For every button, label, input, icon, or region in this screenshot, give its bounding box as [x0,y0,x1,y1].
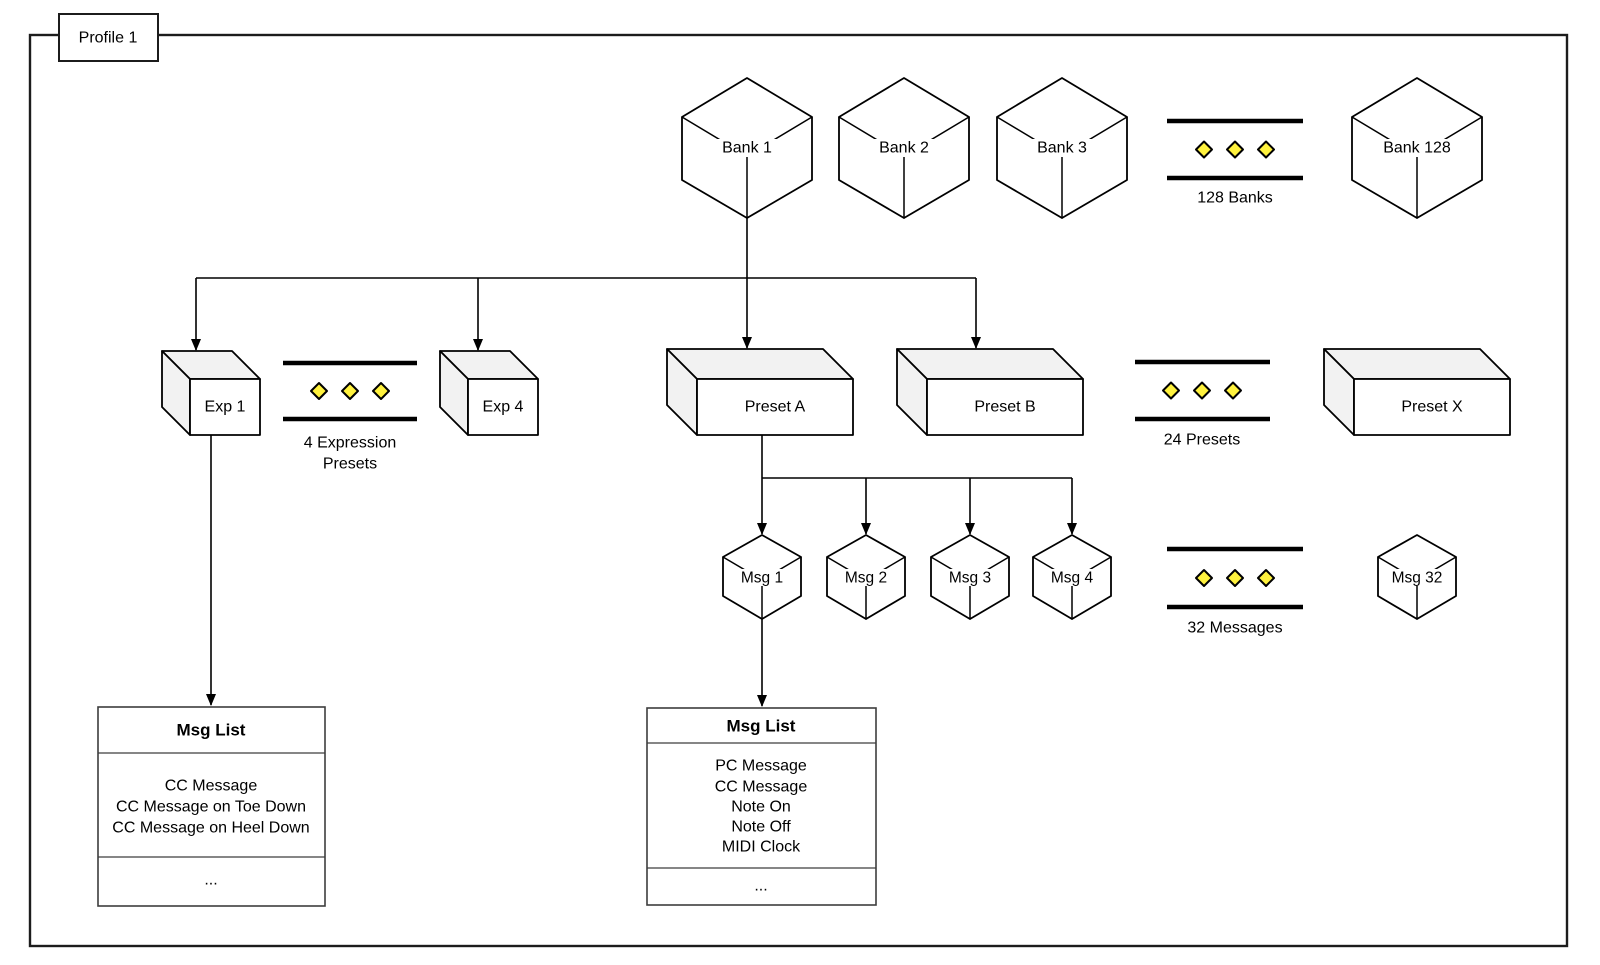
exp-1-node: Exp 1 [161,350,261,436]
msg-3-label: Msg 3 [949,570,991,587]
preset-msg-list-row: MIDI Clock [722,839,801,856]
diamond-icon [1257,140,1275,159]
presets-ellipsis-label: 24 Presets [1164,432,1240,449]
bank-1-label: Bank 1 [722,140,772,157]
banks-ellipsis-label: 128 Banks [1197,190,1273,207]
expression-ellipsis: 4 Expression Presets [283,360,417,473]
msg-32-node: Msg 32 [1377,534,1457,620]
msg-1-node: Msg 1 [722,534,802,620]
exp-msg-list-table: Msg List CC Message CC Message on Toe Do… [97,706,326,907]
preset-msg-list-row: CC Message [715,779,808,796]
msg-2-label: Msg 2 [845,570,887,587]
diamond-icon [1226,569,1244,587]
diamond-icon [1226,140,1244,159]
label-mask [1387,569,1447,586]
msg-1-label: Msg 1 [741,570,783,587]
msg-32-label: Msg 32 [1392,570,1443,587]
label-mask [711,139,783,157]
label-mask [944,569,996,586]
preset-x-node: Preset X [1323,348,1511,436]
messages-ellipsis-label: 32 Messages [1187,620,1282,637]
preset-msg-list-title: Msg List [727,717,796,736]
msg-4-label: Msg 4 [1051,570,1094,587]
exp-msg-list-row: CC Message on Heel Down [112,820,309,837]
label-mask [1026,139,1098,157]
exp-msg-list-more: ... [204,872,217,889]
bank-128-node: Bank 128 [1351,77,1483,219]
exp-4-label: Exp 4 [483,399,524,416]
diamond-icon [372,382,390,400]
diamond-icon [341,382,359,400]
preset-a-label: Preset A [745,399,806,416]
preset-b-node: Preset B [896,348,1084,436]
exp-msg-list-row: CC Message on Toe Down [116,799,306,816]
diamond-icon [310,382,328,400]
label-mask [736,569,788,586]
msg-3-node: Msg 3 [930,534,1010,620]
label-mask [1373,139,1461,157]
diamond-icon [1193,381,1211,400]
preset-msg-list-row: PC Message [715,758,807,775]
preset-x-label: Preset X [1401,399,1463,416]
profile-boundary [28,33,1569,948]
banks-ellipsis: 128 Banks [1167,118,1303,207]
bank-2-label: Bank 2 [879,140,929,157]
diamond-icon [1195,569,1213,587]
expression-ellipsis-label-line1: 4 Expression [304,435,397,452]
exp-msg-list-title: Msg List [177,721,246,740]
preset-msg-list-table: Msg List PC Message CC Message Note On N… [646,707,877,906]
diamond-icon [1224,381,1242,400]
expression-ellipsis-label-line2: Presets [323,456,377,473]
diamond-icon [1195,140,1213,159]
exp-msg-list-row: CC Message [165,778,258,795]
label-mask [840,569,892,586]
diamond-icon [1257,569,1275,587]
preset-a-node: Preset A [666,348,854,436]
preset-msg-list-row: Note On [731,799,791,816]
bank-3-label: Bank 3 [1037,140,1087,157]
profile-label: Profile 1 [79,30,138,47]
msg-2-node: Msg 2 [826,534,906,620]
messages-ellipsis: 32 Messages [1167,546,1303,637]
diamond-icon [1162,381,1180,400]
label-mask [1046,569,1098,586]
connectors [191,218,1077,707]
preset-msg-list-row: Note Off [731,819,791,836]
profile-label-box: Profile 1 [58,13,159,62]
bank-2-node: Bank 2 [838,77,970,219]
msg-4-node: Msg 4 [1032,534,1112,620]
preset-msg-list-more: ... [754,878,767,895]
bank-128-label: Bank 128 [1383,140,1451,157]
bank-1-node: Bank 1 [681,77,813,219]
exp-1-label: Exp 1 [205,399,246,416]
label-mask [868,139,940,157]
exp-4-node: Exp 4 [439,350,539,436]
bank-3-node: Bank 3 [996,77,1128,219]
preset-b-label: Preset B [974,399,1035,416]
presets-ellipsis: 24 Presets [1135,359,1270,449]
